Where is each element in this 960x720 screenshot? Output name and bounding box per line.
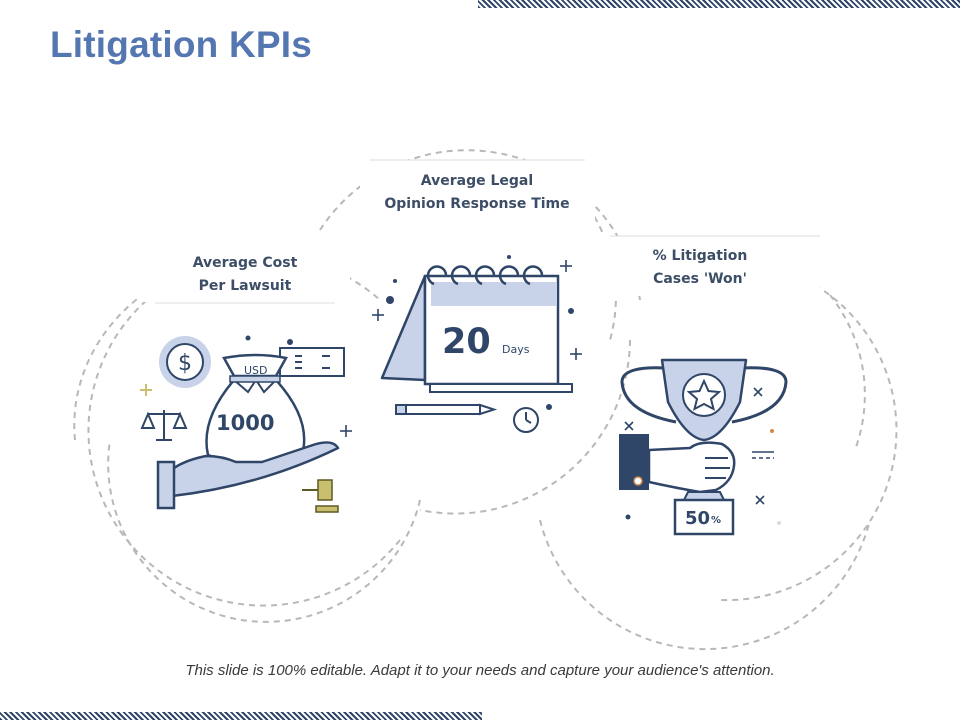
label-plate-won (600, 236, 820, 296)
kpi-value-cost: 1000 (216, 411, 275, 435)
dot (287, 339, 293, 345)
ring-right-outer (719, 284, 898, 602)
open-hand-icon (156, 441, 340, 510)
scales-of-justice-icon (140, 410, 188, 441)
banknote-icon (279, 347, 345, 377)
ring-middle-lower (419, 339, 631, 515)
dot (770, 429, 774, 433)
sparkle-icon (140, 384, 152, 396)
kpi-label-won-line2: Cases 'Won' (653, 271, 747, 287)
footer-note: This slide is 100% editable. Adapt it to… (185, 662, 775, 679)
kpi-label-response-line1: Average Legal (420, 173, 534, 189)
kpi-label-cost-line1: Average Cost (192, 255, 298, 271)
kpi-label-response-line2: Opinion Response Time (384, 196, 570, 212)
dot (777, 521, 781, 525)
kpi-label-response: Average Legal Opinion Response Time (372, 170, 582, 216)
sparkle-icon (624, 387, 774, 505)
won-illustration (619, 358, 788, 536)
top-stripe-decoration (478, 0, 960, 8)
ring-right-inner (829, 294, 866, 451)
kpi-unit-response: Days (502, 343, 530, 356)
clock-icon (513, 407, 539, 433)
dashed-rings (73, 149, 898, 651)
calendar-back-page (380, 274, 427, 382)
label-underlines (155, 159, 820, 304)
currency-label: USD (244, 364, 268, 377)
kpi-label-cost: Average Cost Per Lawsuit (160, 252, 330, 298)
star-icon (686, 378, 722, 411)
trophy-left-handle (620, 366, 677, 424)
kpi-value-response: 20 (442, 322, 491, 362)
trophy-base (673, 498, 735, 536)
sparkle-icon (372, 260, 582, 360)
label-plate-cost (140, 242, 350, 302)
label-plates (140, 160, 820, 302)
label-plate-response (360, 160, 595, 222)
cost-illustration: $ (140, 335, 352, 513)
ring-left-inner (107, 439, 421, 623)
calendar-header (431, 282, 557, 306)
ring-middle-outer (319, 149, 641, 301)
kpi-label-cost-line2: Per Lawsuit (198, 278, 292, 294)
svg-text:$: $ (178, 351, 192, 376)
ring-right-lower (539, 519, 871, 651)
calendar-base (429, 383, 573, 393)
ring-left-arc (73, 259, 221, 441)
dot (546, 404, 552, 410)
dot (386, 296, 394, 304)
calendar-rings (426, 265, 544, 286)
bottom-stripe-decoration (0, 712, 482, 720)
hand-holding-trophy-icon (619, 434, 736, 494)
page-title: Litigation KPIs (50, 24, 312, 65)
response-illustration (372, 255, 582, 433)
dot (625, 514, 631, 520)
gavel-icon (302, 479, 339, 513)
kpi-value-won: 50 (685, 508, 711, 529)
kpi-label-won: % Litigation Cases 'Won' (610, 245, 790, 291)
dot (393, 279, 397, 283)
sparkle-icon (340, 425, 352, 437)
dot (507, 255, 511, 259)
kpi-unit-won: % (711, 515, 722, 526)
trophy-right-handle (731, 366, 788, 424)
dot (245, 335, 251, 341)
pencil-icon (395, 403, 498, 416)
kpi-label-won-line1: % Litigation (652, 248, 748, 264)
dot (568, 308, 574, 314)
